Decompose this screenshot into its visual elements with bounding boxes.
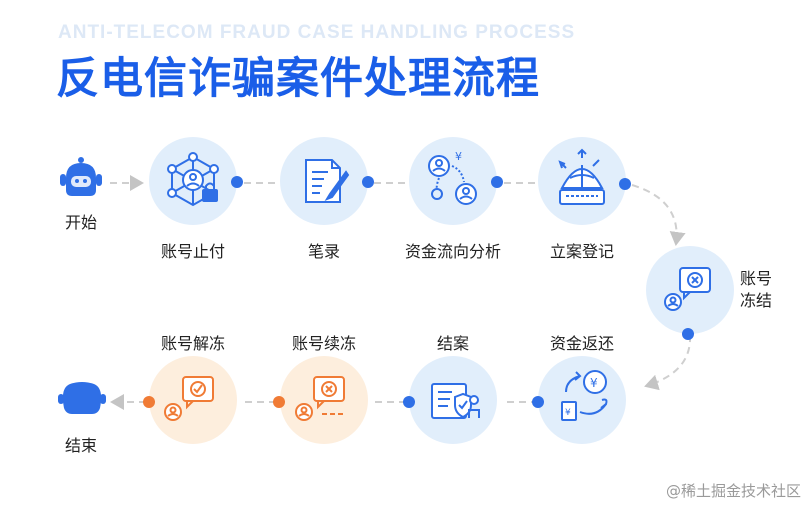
unfreeze-check-icon (164, 376, 214, 421)
label-account-unfreeze: 账号解冻 (160, 334, 226, 353)
label-account-freeze: 账号 冻结 (740, 268, 772, 312)
label-account-continue-freeze: 账号续冻 (291, 334, 357, 353)
svg-text:¥: ¥ (455, 150, 462, 163)
label-account-freeze-line2: 冻结 (740, 291, 773, 310)
title-subtitle-english: ANTI-TELECOM FRAUD CASE HANDLING PROCESS (58, 22, 576, 43)
network-lock-user-icon (167, 152, 219, 207)
head-end-icon (58, 382, 106, 414)
robot-start-icon (60, 157, 102, 196)
svg-text:¥: ¥ (565, 408, 571, 418)
label-start: 开始 (64, 213, 98, 232)
step-circle-fund-flow (409, 137, 497, 225)
label-record: 笔录 (307, 242, 341, 261)
label-account-stop-payment: 账号止付 (160, 242, 226, 261)
fund-return-icon: ¥ ¥ (561, 370, 608, 421)
label-end: 结束 (64, 436, 98, 455)
step-circle-fund-return (538, 356, 626, 444)
document-pen-icon (305, 159, 350, 203)
label-account-freeze-line1: 账号 (740, 269, 773, 288)
continue-freeze-icon (295, 376, 345, 421)
globe-keyboard-icon (558, 148, 605, 205)
label-fund-return: 资金返还 (549, 334, 615, 353)
freeze-user-bubble-icon (664, 267, 711, 311)
document-shield-icon (431, 383, 480, 419)
fund-flow-icon: ¥ (428, 150, 477, 205)
label-case-closed: 结案 (436, 334, 470, 353)
svg-text:¥: ¥ (590, 376, 598, 390)
page-title: 反电信诈骗案件处理流程 (56, 54, 540, 104)
watermark: @稀土掘金技术社区 (665, 482, 801, 500)
label-fund-flow-analysis: 资金流向分析 (404, 242, 502, 261)
step-dots (143, 176, 694, 408)
label-case-registration: 立案登记 (549, 242, 615, 261)
